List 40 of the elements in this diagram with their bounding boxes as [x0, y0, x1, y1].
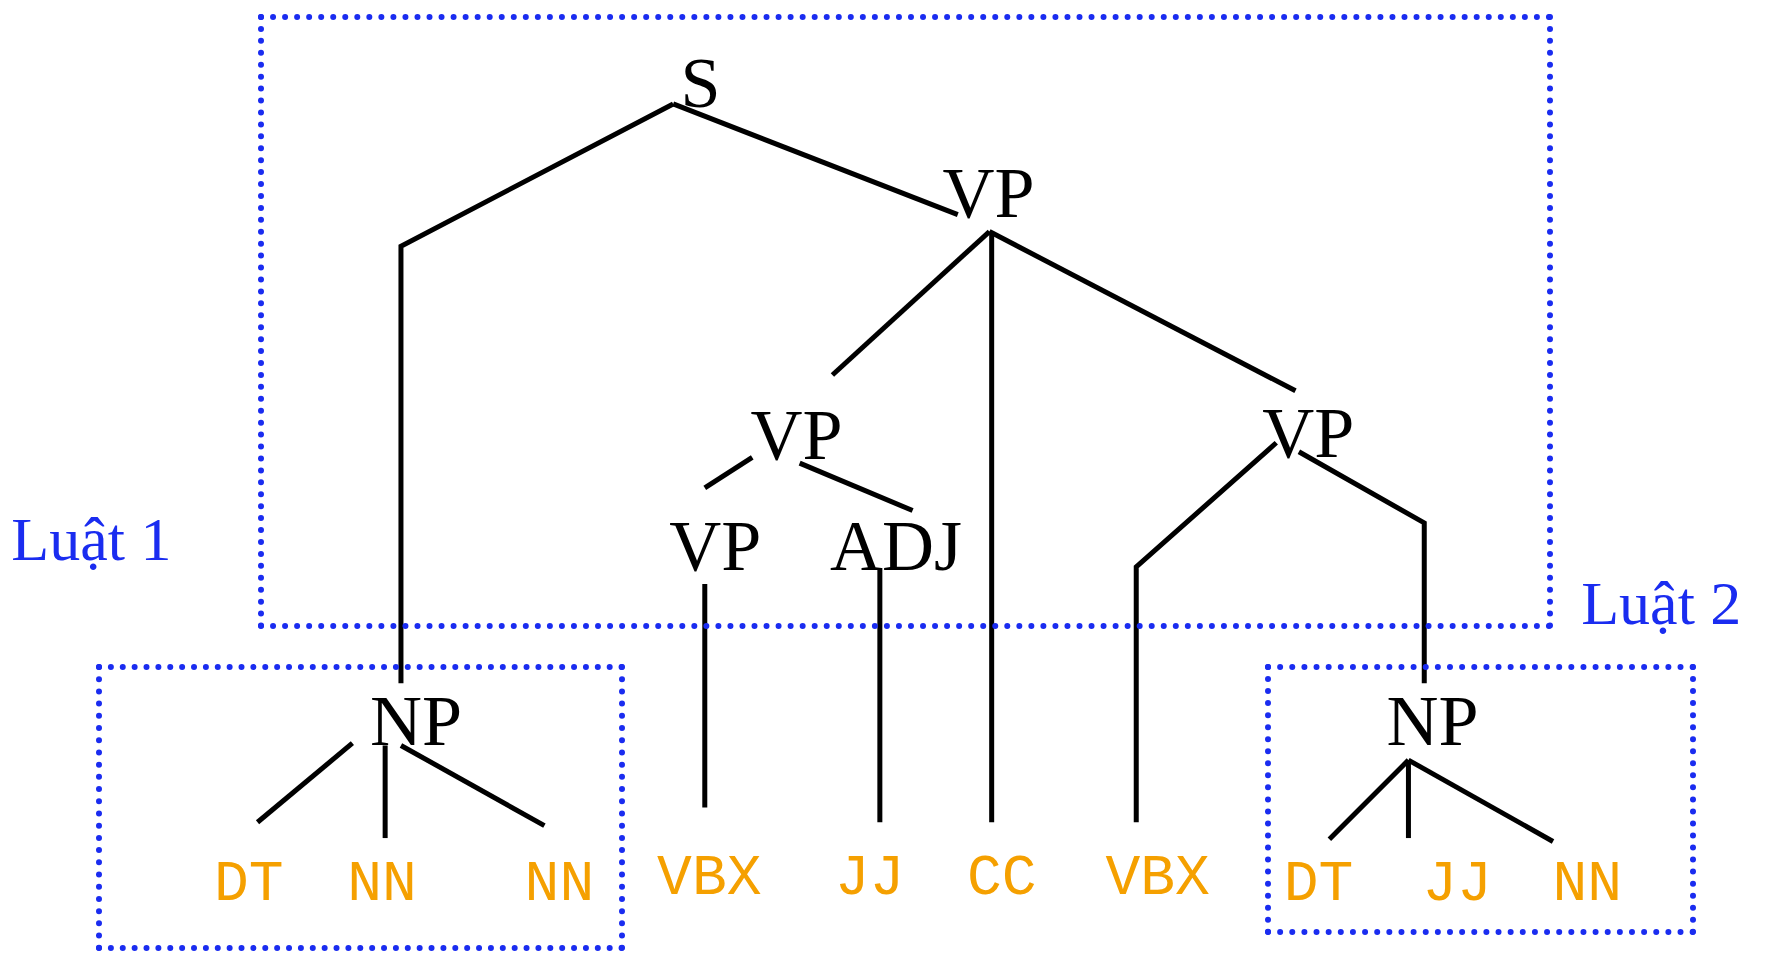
pos-tag: NN	[524, 855, 595, 914]
phrase-label: S	[680, 46, 721, 119]
rule-label: Luật 2	[1581, 571, 1742, 634]
rule-frame	[1265, 664, 1697, 936]
tree-branch	[382, 745, 388, 839]
pos-tag: VBX	[1105, 849, 1210, 908]
tree-branch	[255, 741, 354, 825]
rule-frame	[257, 13, 1553, 630]
phrase-label: VP	[1262, 396, 1355, 469]
tree-branch	[703, 455, 754, 491]
tree-branch	[1405, 760, 1411, 839]
phrase-label: NP	[369, 684, 462, 757]
tree-branch	[989, 231, 995, 823]
pos-tag: VBX	[657, 849, 762, 908]
phrase-label: ADJ	[830, 509, 962, 582]
rule-frame	[96, 664, 625, 951]
tree-branch	[830, 229, 992, 377]
pos-tag: DT	[214, 855, 284, 914]
pos-tag: JJ	[834, 849, 905, 908]
pos-tag: NN	[347, 855, 417, 914]
rule-label: Luật 1	[11, 508, 172, 571]
tree-branch	[1327, 758, 1411, 841]
phrase-label: NP	[1386, 684, 1479, 757]
tree-branch	[1407, 757, 1555, 844]
tree-branch	[988, 229, 1297, 393]
tree-branch	[398, 101, 675, 684]
tree-branch	[877, 568, 883, 823]
tree-branch	[672, 101, 959, 217]
pos-tag: JJ	[1422, 855, 1493, 914]
phrase-label: VP	[750, 399, 843, 472]
tree-branch	[399, 743, 546, 828]
pos-tag: NN	[1552, 855, 1623, 914]
tree-branch	[798, 460, 914, 513]
phrase-label: VP	[942, 157, 1035, 230]
tree-branch	[702, 583, 708, 808]
tree-branch	[1133, 440, 1278, 823]
phrase-label: VP	[669, 509, 762, 582]
pos-tag: CC	[967, 849, 1037, 908]
tree-branch	[1297, 449, 1427, 684]
pos-tag: DT	[1283, 855, 1354, 914]
